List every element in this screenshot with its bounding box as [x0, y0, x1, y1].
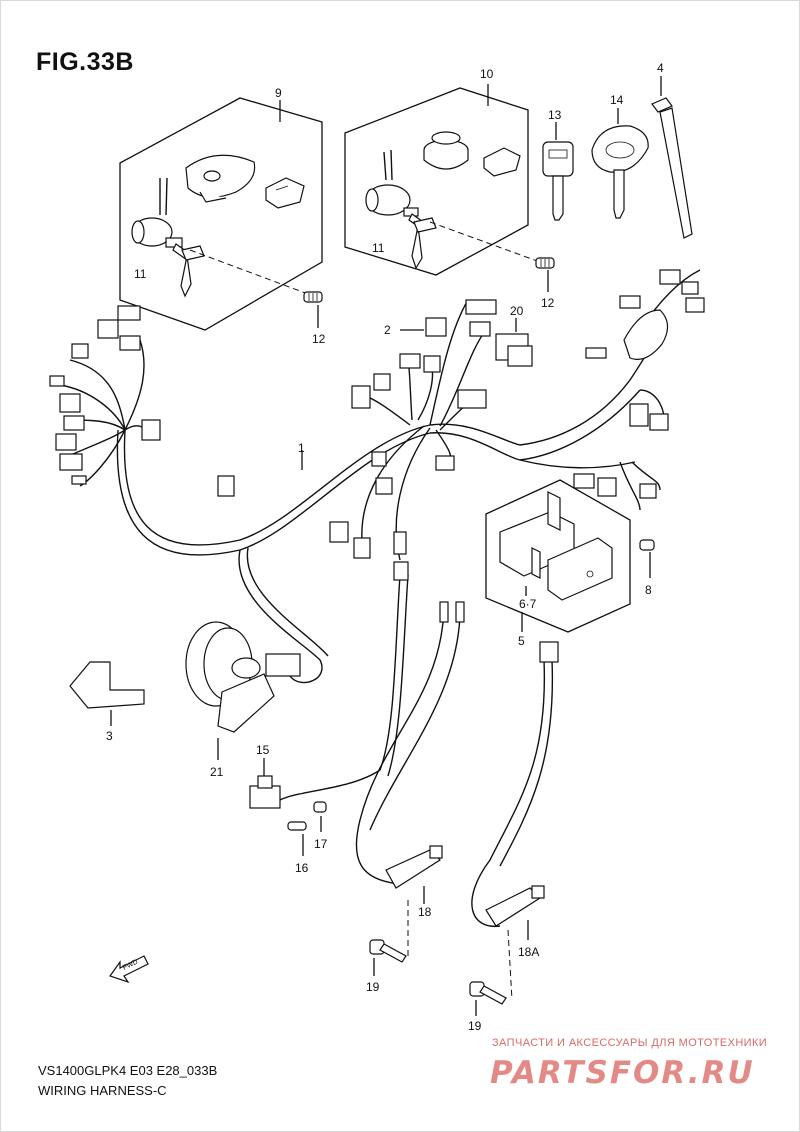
model-code: VS1400GLPK4 E03 E28_033B — [38, 1063, 218, 1078]
figure-title: FIG.33B — [36, 48, 134, 76]
callout-18A: 18A — [518, 945, 539, 959]
callout-4: 4 — [657, 61, 664, 75]
kit-10-box — [344, 84, 529, 276]
bolt-19b — [469, 981, 507, 1016]
screw-12b — [535, 257, 555, 269]
callout-12a: 12 — [312, 332, 326, 346]
callout-20: 20 — [510, 304, 524, 318]
callout-3: 3 — [106, 729, 113, 743]
callout-17: 17 — [314, 837, 328, 851]
key-13 — [542, 122, 574, 221]
seat-lock-cap-9 — [185, 154, 256, 203]
svg-text:PARTSFOR.RU: PARTSFOR.RU — [490, 1055, 755, 1090]
callout-15: 15 — [256, 743, 270, 757]
callout-labels: 9 10 4 13 14 11 11 12 12 2 20 1 8 6·7 5 … — [106, 61, 664, 1033]
ignition-switch-11a — [131, 177, 205, 298]
screw-12a — [303, 291, 323, 303]
relay-2 — [400, 317, 447, 337]
sensor-18 — [355, 601, 465, 960]
callout-10: 10 — [480, 67, 494, 81]
callout-21: 21 — [210, 765, 224, 779]
screw-16 — [287, 821, 307, 856]
callout-12b: 12 — [541, 296, 555, 310]
leader-11a-12a — [189, 249, 309, 295]
callout-11b: 11 — [372, 241, 385, 255]
key-14 — [591, 108, 649, 219]
callout-5: 5 — [518, 634, 525, 648]
sensor-18A — [471, 641, 559, 1001]
switch-15 — [249, 758, 281, 809]
fwd-arrow: FWD — [109, 955, 149, 984]
figure-caption: WIRING HARNESS-C — [38, 1083, 167, 1098]
callout-11a: 11 — [134, 267, 147, 281]
callout-18: 18 — [418, 905, 432, 919]
watermark-logo: PARTSFOR.RU — [490, 1055, 755, 1090]
horn-21 — [185, 621, 275, 760]
unit-6-7 — [499, 491, 613, 601]
cable-tie-4 — [651, 76, 693, 239]
callout-8: 8 — [645, 583, 652, 597]
latch-part-10 — [483, 147, 521, 177]
latch-part-9 — [265, 177, 305, 209]
callout-19a: 19 — [366, 980, 380, 994]
watermark-text: ЗАПЧАСТИ И АКСЕССУАРЫ ДЛЯ МОТОТЕХНИКИ — [492, 1037, 768, 1049]
kit-5-box — [485, 479, 631, 633]
relay-20 — [495, 318, 533, 367]
screw-8 — [639, 539, 655, 578]
fuel-cap-10 — [423, 131, 469, 170]
callout-9: 9 — [275, 86, 282, 100]
harness-connectors — [49, 269, 705, 677]
callout-19b: 19 — [468, 1019, 482, 1033]
kit-9-box — [119, 97, 323, 331]
callout-13: 13 — [548, 108, 562, 122]
bolt-19a — [369, 939, 407, 976]
callout-16: 16 — [295, 861, 309, 875]
callout-6-7: 6·7 — [519, 597, 537, 611]
callout-2: 2 — [384, 323, 391, 337]
bracket-3 — [69, 661, 145, 726]
callout-14: 14 — [610, 93, 624, 107]
screw-17 — [313, 801, 327, 832]
ignition-switch-11b — [365, 149, 437, 270]
callout-1: 1 — [298, 441, 305, 455]
